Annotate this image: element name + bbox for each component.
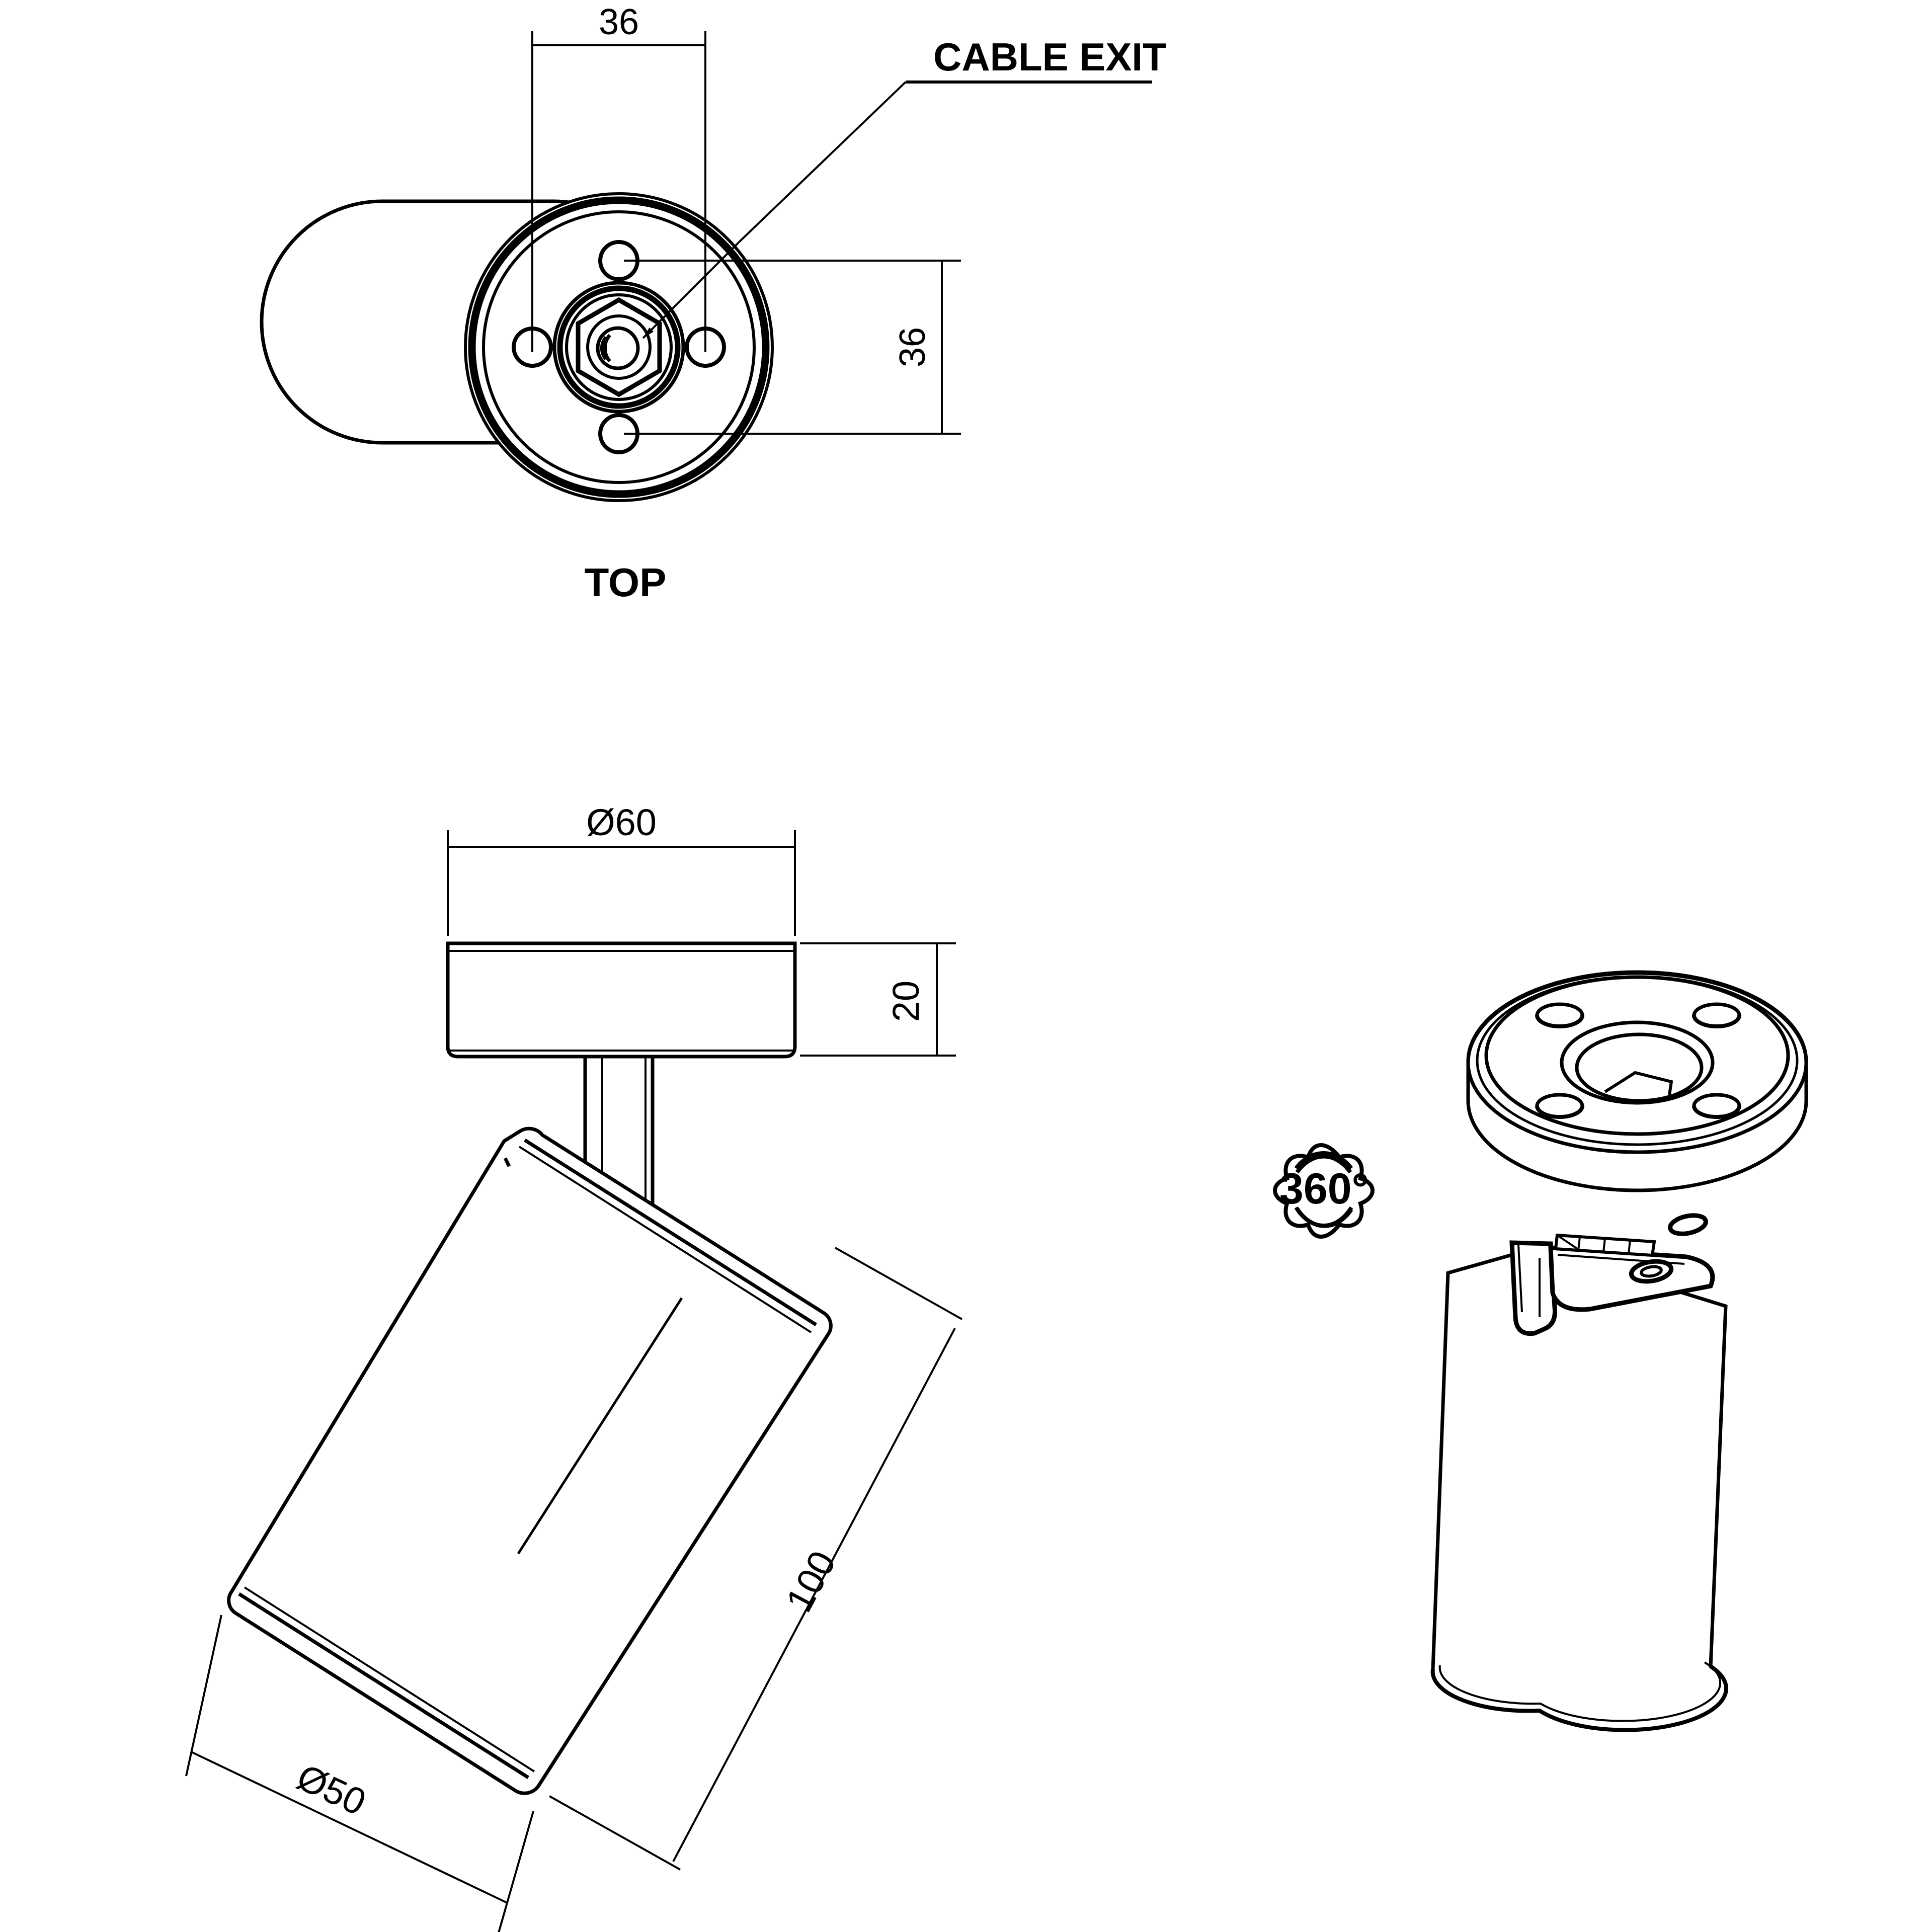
rotation-arc-top-right [1295, 1154, 1352, 1174]
front-view: Ø60 20 100 Ø50 [185, 801, 962, 1932]
pivot-screw-rear [1668, 1213, 1708, 1236]
iso-view: 360° [1273, 970, 1808, 1732]
rotation-360-badge: 360° [1273, 1143, 1375, 1239]
rotation-arc-bottom-left [1294, 1206, 1353, 1228]
dim-36-horizontal-value: 36 [599, 2, 639, 42]
rotation-360-label: 360° [1279, 1165, 1369, 1213]
cable-exit-leader: CABLE EXIT [642, 35, 1167, 339]
dim-20: 20 [800, 942, 956, 1057]
dim-36-horizontal: 36 [531, 2, 706, 352]
top-view-label: TOP [584, 560, 666, 605]
iso-barrel [1430, 1246, 1728, 1732]
dim-36-vertical-value: 36 [893, 327, 933, 367]
dim-d60: Ø60 [447, 801, 796, 936]
dim-d50-value: Ø50 [291, 1756, 372, 1823]
dim-d60-value: Ø60 [586, 801, 657, 843]
iso-swivel-bracket [1509, 1213, 1715, 1336]
cable-exit-label: CABLE EXIT [933, 35, 1167, 79]
iso-canopy [1466, 970, 1808, 1192]
top-view: 36 36 CABLE EXIT TOP [260, 2, 1167, 605]
dim-20-value: 20 [885, 981, 927, 1022]
barrel-front-body [227, 1126, 833, 1795]
cable-gland-plan [552, 281, 685, 414]
canopy-front-body [446, 941, 797, 1059]
dim-36-vertical: 36 [624, 260, 961, 435]
